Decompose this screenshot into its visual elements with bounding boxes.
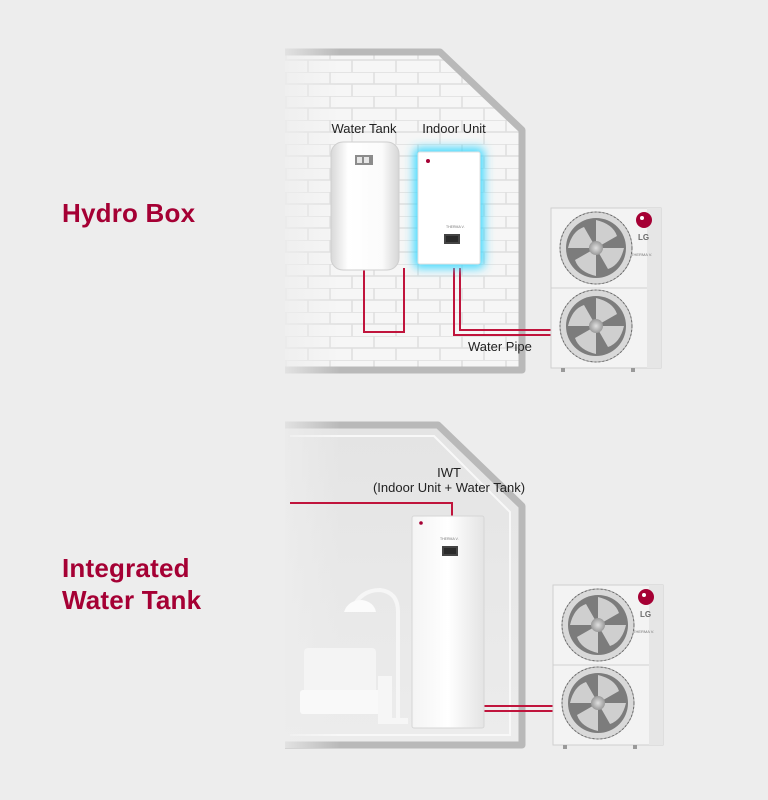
integrated-title: Integrated Water Tank: [62, 552, 201, 616]
iwt-unit: THERMA V.: [411, 515, 485, 729]
water-pipes-1: [363, 268, 552, 336]
indoor-unit-1: THERMA V.: [414, 148, 484, 268]
hydro-box-title: Hydro Box: [62, 198, 196, 228]
svg-text:THERMA V.: THERMA V.: [440, 537, 459, 541]
indoor-unit-label: Indoor Unit: [422, 121, 486, 136]
water-pipe-label: Water Pipe: [468, 339, 532, 354]
svg-text:THERMA V.: THERMA V.: [631, 252, 652, 257]
iwt-sublabel: (Indoor Unit + Water Tank): [372, 480, 526, 495]
svg-text:LG: LG: [638, 233, 649, 242]
svg-text:THERMA V.: THERMA V.: [446, 225, 465, 229]
water-pipes-2: [290, 502, 554, 712]
outdoor-unit-1: LG THERMA V.: [550, 207, 662, 373]
water-tank-1: [330, 141, 400, 271]
svg-text:LG: LG: [640, 610, 651, 619]
outdoor-unit-2: LG THERMA V.: [552, 584, 664, 750]
svg-text:THERMA V.: THERMA V.: [633, 629, 654, 634]
water-tank-label: Water Tank: [331, 121, 397, 136]
room-furniture: [300, 587, 408, 724]
integrated-title-line2: Water Tank: [62, 585, 202, 615]
iwt-label: IWT: [437, 465, 461, 480]
integrated-title-line1: Integrated: [62, 553, 190, 583]
house-1: [270, 45, 526, 375]
